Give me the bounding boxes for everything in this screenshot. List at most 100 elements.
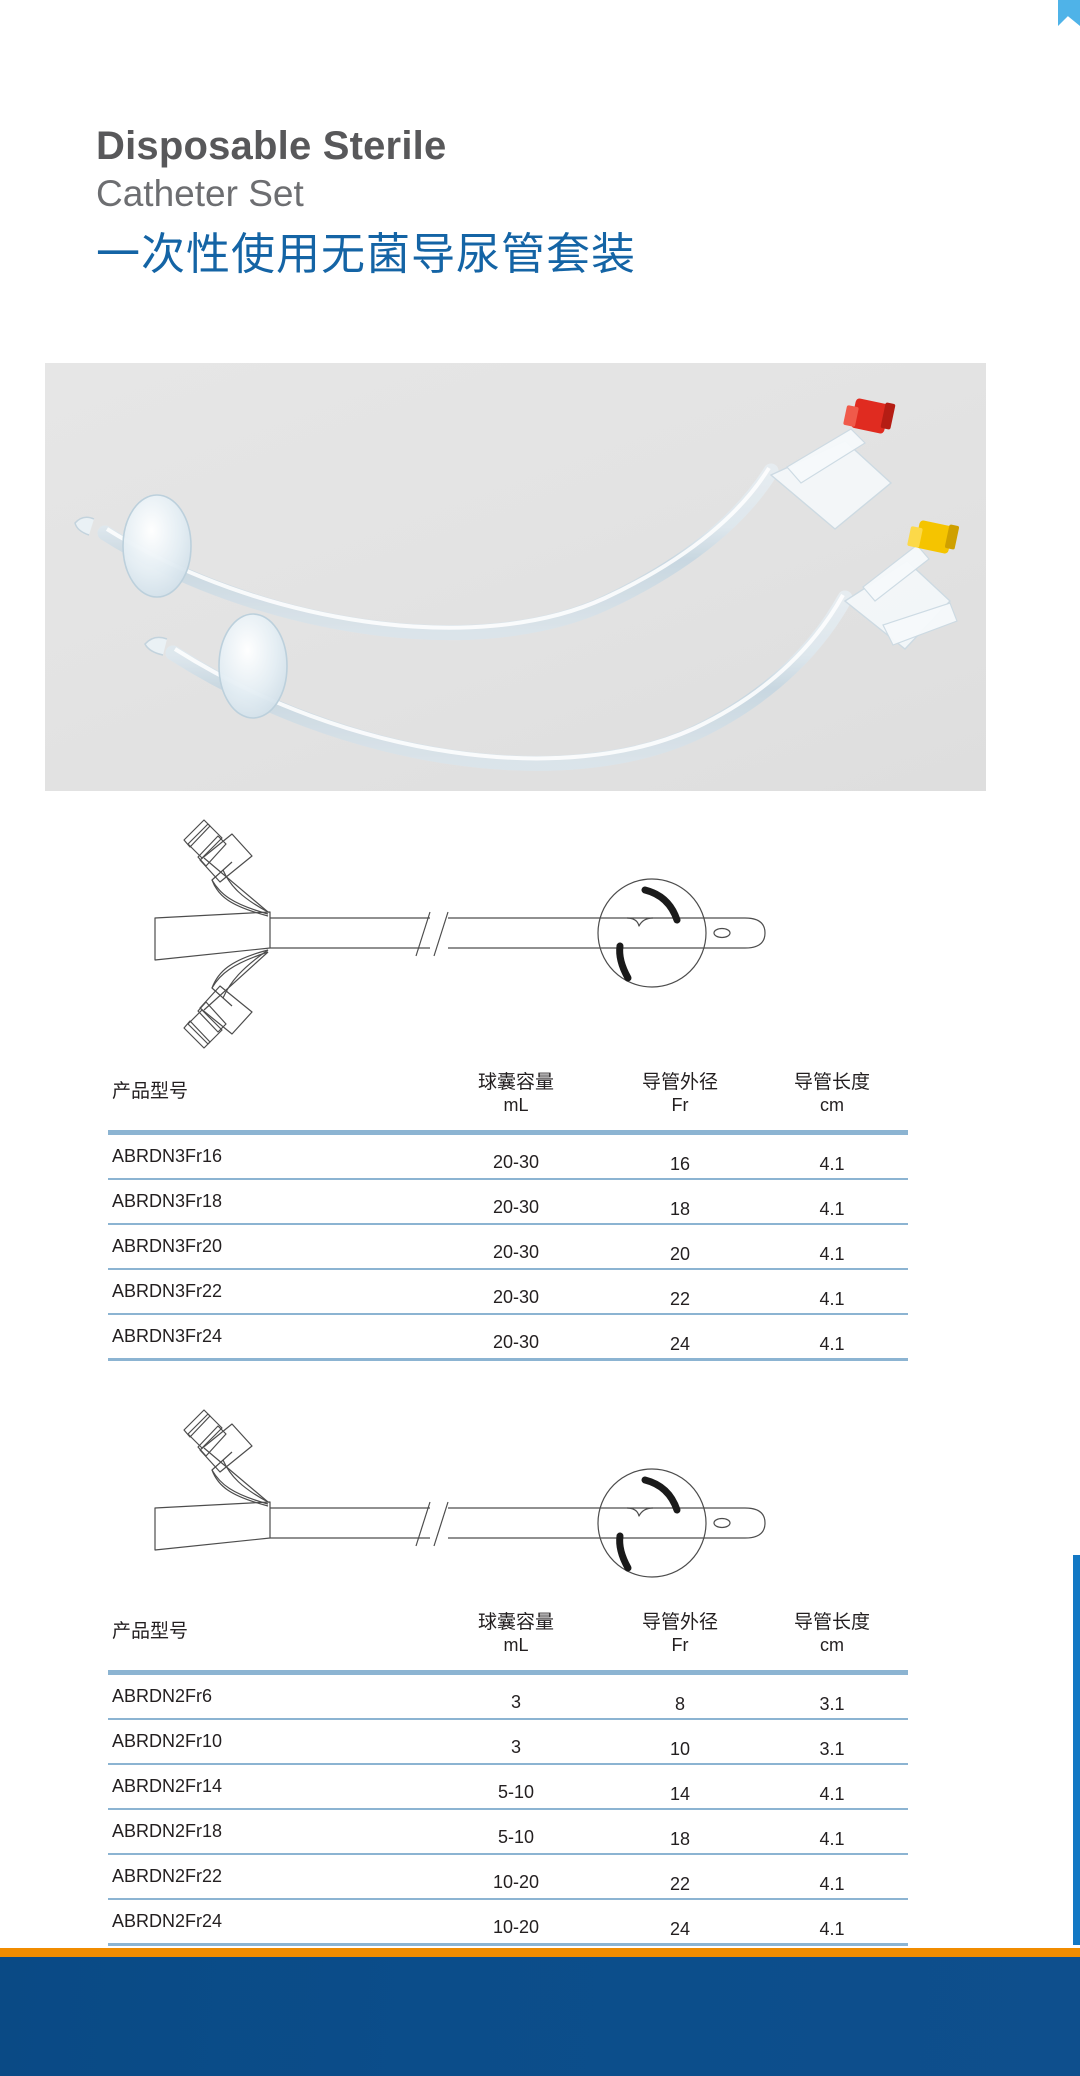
product-photo	[45, 363, 986, 791]
photo-catheter-top	[74, 398, 896, 641]
footer-orange-stripe	[0, 1948, 1080, 1957]
cell-balloon: 3	[428, 1674, 604, 1720]
header-diameter: 导管外径 Fr	[604, 1070, 756, 1130]
header-balloon-label: 球囊容量	[477, 1611, 554, 1633]
cell-model: ABRDN2Fr22	[108, 1853, 428, 1900]
spec-table-two-way: 产品型号 球囊容量 mL 导管外径 Fr 导管长度 cm	[108, 1610, 908, 1946]
cell-fr: 20	[604, 1223, 756, 1270]
header-model-label: 产品型号	[112, 1080, 189, 1103]
cell-length: 3.1	[756, 1674, 908, 1720]
cell-fr: 24	[604, 1898, 756, 1946]
header-diameter: 导管外径 Fr	[604, 1610, 756, 1670]
right-edge-accent-bar	[1073, 1555, 1080, 1945]
cell-model: ABRDN3Fr18	[108, 1178, 428, 1225]
page-title-block: Disposable Sterile Catheter Set 一次性使用无菌导…	[96, 124, 636, 282]
photo-catheter-bottom	[144, 520, 960, 771]
header-length-unit: cm	[820, 1095, 844, 1116]
cell-balloon: 20-30	[428, 1313, 604, 1361]
table-header: 产品型号 球囊容量 mL 导管外径 Fr 导管长度 cm	[108, 1070, 908, 1135]
cell-length: 4.1	[756, 1898, 908, 1946]
catheter-photo-illustration	[74, 398, 960, 771]
three-way-catheter-line-drawing	[100, 800, 820, 1050]
yellow-valve-icon	[907, 520, 960, 554]
header-length-label: 导管长度	[793, 1071, 870, 1093]
header-balloon: 球囊容量 mL	[428, 1070, 604, 1130]
table-top-rule	[108, 1669, 908, 1675]
header-length: 导管长度 cm	[756, 1610, 908, 1670]
cell-model: ABRDN3Fr16	[108, 1134, 428, 1180]
header-length: 导管长度 cm	[756, 1070, 908, 1130]
cell-balloon: 5-10	[428, 1808, 604, 1855]
cell-length: 4.1	[756, 1808, 908, 1855]
cell-balloon: 3	[428, 1718, 604, 1765]
red-valve-icon	[843, 398, 896, 434]
cell-length: 4.1	[756, 1313, 908, 1361]
header-balloon: 球囊容量 mL	[428, 1610, 604, 1670]
cell-fr: 18	[604, 1808, 756, 1855]
cell-balloon: 20-30	[428, 1223, 604, 1270]
header-model-label: 产品型号	[112, 1620, 189, 1643]
two-way-catheter-line-drawing	[100, 1380, 820, 1610]
cell-length: 4.1	[756, 1134, 908, 1180]
header-model: 产品型号	[108, 1610, 428, 1670]
corner-arrow-tab-icon	[1058, 0, 1080, 26]
cell-length: 4.1	[756, 1223, 908, 1270]
cell-balloon: 20-30	[428, 1178, 604, 1225]
cell-model: ABRDN3Fr22	[108, 1268, 428, 1315]
cell-fr: 8	[604, 1674, 756, 1720]
cell-balloon: 20-30	[428, 1268, 604, 1315]
cell-balloon: 5-10	[428, 1763, 604, 1810]
header-balloon-unit: mL	[503, 1635, 529, 1656]
header-balloon-label: 球囊容量	[477, 1071, 554, 1093]
cell-fr: 10	[604, 1718, 756, 1765]
cell-balloon: 10-20	[428, 1898, 604, 1946]
cell-balloon: 10-20	[428, 1853, 604, 1900]
cell-fr: 18	[604, 1178, 756, 1225]
cell-length: 4.1	[756, 1178, 908, 1225]
cell-model: ABRDN2Fr14	[108, 1763, 428, 1810]
header-balloon-unit: mL	[503, 1095, 529, 1116]
header-length-unit: cm	[820, 1635, 844, 1656]
cell-length: 4.1	[756, 1853, 908, 1900]
cell-model: ABRDN2Fr24	[108, 1898, 428, 1946]
header-diameter-unit: Fr	[671, 1635, 689, 1656]
header-length-label: 导管长度	[793, 1611, 870, 1633]
spec-table: 产品型号 球囊容量 mL 导管外径 Fr 导管长度 cm	[108, 1070, 908, 1361]
cell-fr: 14	[604, 1763, 756, 1810]
cell-fr: 16	[604, 1134, 756, 1180]
footer-navy-band	[0, 1957, 1080, 2076]
cell-model: ABRDN2Fr6	[108, 1674, 428, 1720]
header-diameter-unit: Fr	[671, 1095, 689, 1116]
page-title-chinese: 一次性使用无菌导尿管套装	[96, 228, 636, 280]
cell-fr: 22	[604, 1853, 756, 1900]
cell-length: 3.1	[756, 1718, 908, 1765]
cell-fr: 24	[604, 1313, 756, 1361]
header-diameter-label: 导管外径	[641, 1611, 718, 1633]
cell-length: 4.1	[756, 1268, 908, 1315]
spec-table-three-way: 产品型号 球囊容量 mL 导管外径 Fr 导管长度 cm	[108, 1070, 908, 1361]
page-title-english-line2: Catheter Set	[96, 173, 304, 214]
cell-balloon: 20-30	[428, 1134, 604, 1180]
cell-model: ABRDN2Fr10	[108, 1718, 428, 1765]
cell-model: ABRDN3Fr20	[108, 1223, 428, 1270]
spec-table: 产品型号 球囊容量 mL 导管外径 Fr 导管长度 cm	[108, 1610, 908, 1946]
cell-model: ABRDN2Fr18	[108, 1808, 428, 1855]
page-title-english-line1: Disposable Sterile	[96, 124, 447, 168]
cell-model: ABRDN3Fr24	[108, 1313, 428, 1361]
table-top-rule	[108, 1129, 908, 1135]
table-header: 产品型号 球囊容量 mL 导管外径 Fr 导管长度 cm	[108, 1610, 908, 1675]
